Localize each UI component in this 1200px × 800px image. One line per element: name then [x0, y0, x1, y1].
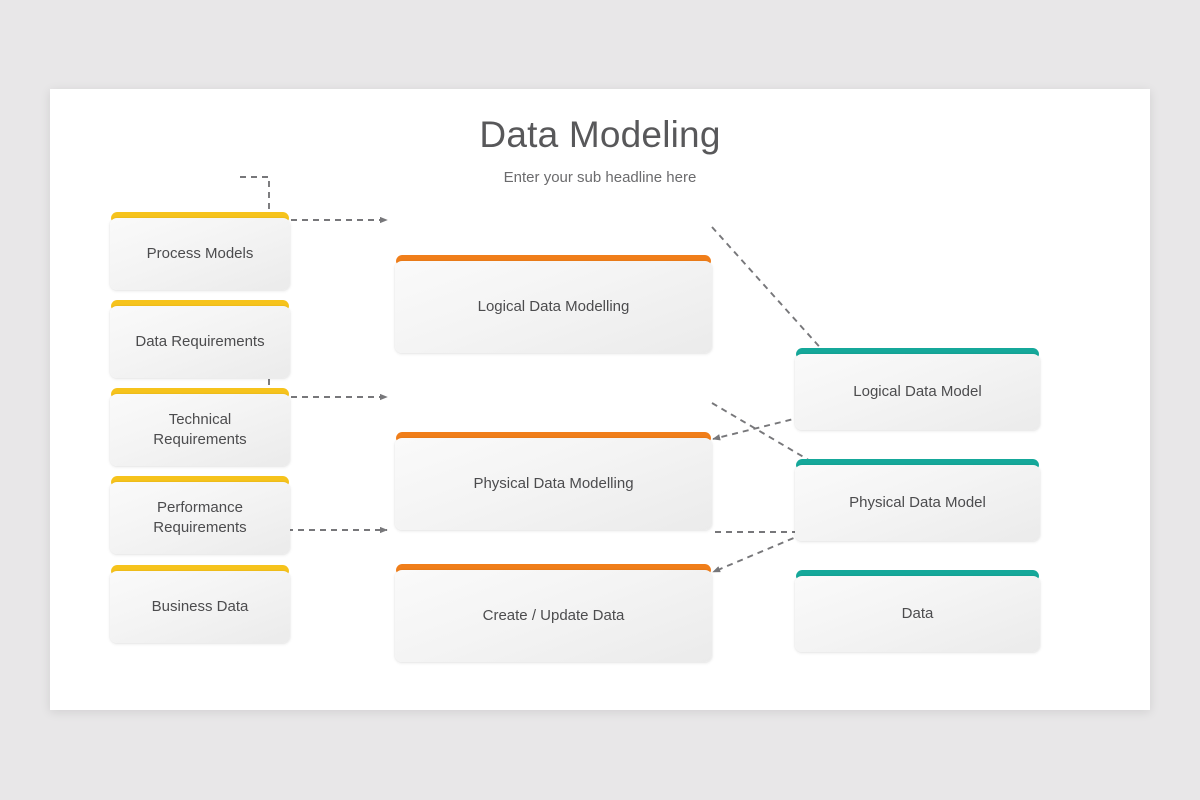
card-data[interactable]: Data: [795, 570, 1040, 652]
card-body: Business Data: [110, 571, 290, 643]
card-business-data[interactable]: Business Data: [110, 565, 290, 643]
card-accent-bar: [796, 459, 1039, 468]
page-subtitle: Enter your sub headline here: [503, 169, 697, 186]
card-body: Data Requirements: [110, 306, 290, 378]
card-accent-bar: [396, 564, 711, 573]
card-label: Process Models: [146, 244, 254, 262]
card-label: Logical Data Modelling: [477, 297, 630, 315]
card-logical-data-model[interactable]: Logical Data Model: [795, 348, 1040, 430]
card-data-requirements[interactable]: Data Requirements: [110, 300, 290, 378]
card-body: Physical Data Model: [795, 465, 1040, 541]
card-performance-requirements[interactable]: Performance Requirements: [110, 476, 290, 554]
card-accent-bar: [111, 300, 289, 309]
card-label: Physical Data Modelling: [473, 474, 634, 492]
card-accent-bar: [396, 255, 711, 264]
card-technical-requirements[interactable]: Technical Requirements: [110, 388, 290, 466]
card-logical-data-modelling[interactable]: Logical Data Modelling: [395, 255, 712, 353]
card-accent-bar: [111, 476, 289, 485]
card-body: Data: [795, 576, 1040, 652]
card-body: Physical Data Modelling: [395, 438, 712, 530]
card-accent-bar: [111, 388, 289, 397]
card-body: Technical Requirements: [110, 394, 290, 466]
card-label: Create / Update Data: [482, 606, 625, 624]
card-label: Physical Data Model: [849, 493, 986, 511]
card-body: Logical Data Model: [795, 354, 1040, 430]
slide-canvas: Data Modeling Enter your sub headline he…: [50, 89, 1150, 710]
card-physical-data-modelling[interactable]: Physical Data Modelling: [395, 432, 712, 530]
card-body: Process Models: [110, 218, 290, 290]
page-title: Data Modeling: [479, 114, 721, 155]
card-label: Technical Requirements: [153, 410, 247, 448]
card-process-models[interactable]: Process Models: [110, 212, 290, 290]
conn-logical-modelling-to-logical-model: [711, 226, 835, 364]
card-accent-bar: [111, 212, 289, 221]
card-label: Logical Data Model: [853, 382, 982, 400]
card-accent-bar: [796, 570, 1039, 579]
card-body: Performance Requirements: [110, 482, 290, 554]
card-create-update-data[interactable]: Create / Update Data: [395, 564, 712, 662]
card-label: Business Data: [151, 597, 249, 615]
card-accent-bar: [796, 348, 1039, 357]
card-accent-bar: [111, 565, 289, 574]
card-label: Performance Requirements: [153, 498, 247, 536]
card-label: Data: [901, 604, 934, 622]
card-body: Logical Data Modelling: [395, 261, 712, 353]
card-accent-bar: [396, 432, 711, 441]
card-label: Data Requirements: [135, 332, 265, 350]
card-body: Create / Update Data: [395, 570, 712, 662]
card-physical-data-model[interactable]: Physical Data Model: [795, 459, 1040, 541]
